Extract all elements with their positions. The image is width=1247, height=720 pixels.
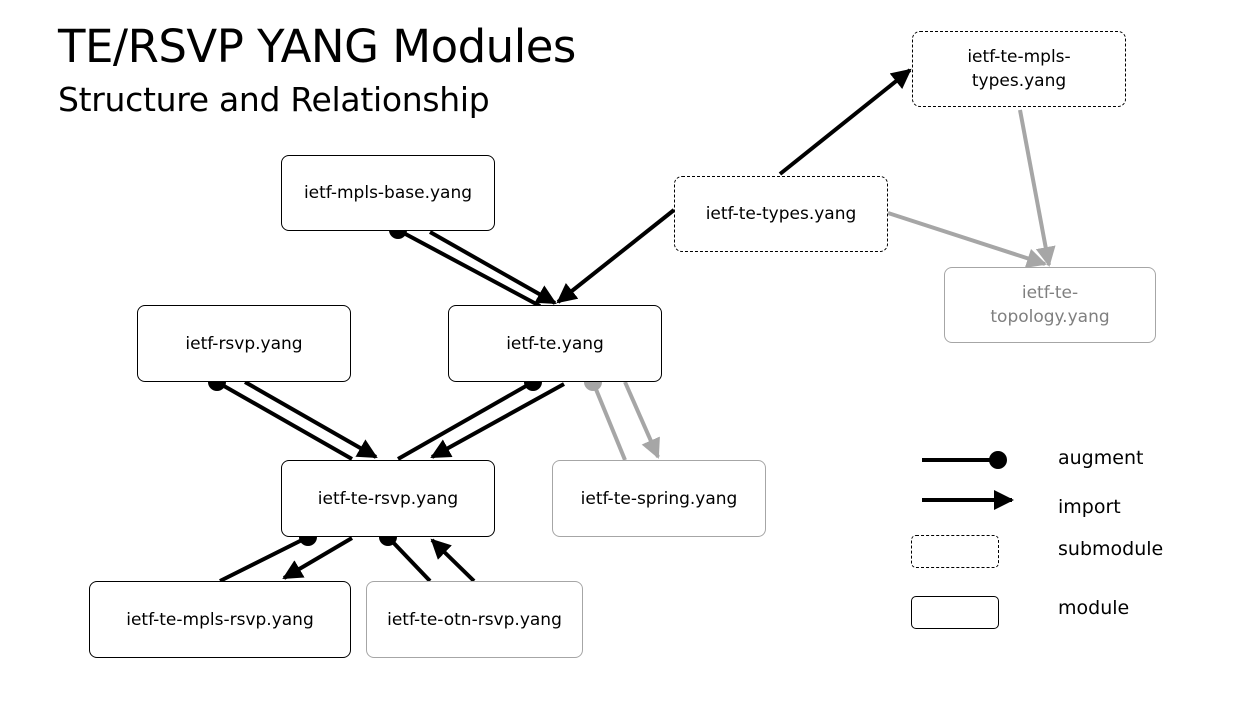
edge-rsvp-te-rsvp-import bbox=[244, 380, 378, 459]
legend-import-label: import bbox=[1058, 496, 1121, 518]
node-rsvp: ietf-rsvp.yang bbox=[137, 305, 351, 382]
legend-augment-label: augment bbox=[1058, 447, 1144, 469]
node-te-rsvp: ietf-te-rsvp.yang bbox=[281, 460, 495, 537]
edge-te-types-te-topology-import bbox=[887, 211, 1047, 268]
page-title: TE/RSVP YANG Modules bbox=[58, 20, 576, 73]
edge-te-rsvp-te-otn-rsvp-augment bbox=[386, 535, 432, 583]
edge-te-te-rsvp-augment bbox=[397, 380, 534, 461]
legend-module-label: module bbox=[1058, 597, 1130, 619]
edge-te-te-rsvp-import bbox=[430, 382, 565, 459]
edge-te-te-spring-augment bbox=[591, 381, 627, 461]
edge-te-mpls-types-te-topology-import bbox=[1018, 109, 1056, 267]
edge-mpls-base-te-augment bbox=[397, 228, 541, 308]
edge-te-otn-rsvp-te-rsvp-import bbox=[430, 538, 476, 583]
legend-submodule-label: submodule bbox=[1058, 538, 1164, 560]
node-te-mpls-types: ietf-te-mpls-types.yang bbox=[912, 31, 1126, 107]
edge-te-rsvp-te-mpls-rsvp-augment bbox=[219, 535, 309, 583]
node-te-spring: ietf-te-spring.yang bbox=[552, 460, 766, 537]
node-te-types: ietf-te-types.yang bbox=[674, 176, 888, 252]
edge-mpls-base-te-import bbox=[429, 230, 557, 305]
page-subtitle: Structure and Relationship bbox=[58, 80, 490, 119]
edge-te-rsvp-te-mpls-rsvp-import bbox=[282, 536, 354, 580]
legend-submodule-swatch bbox=[911, 535, 999, 568]
edge-te-types-te-mpls-types-import bbox=[778, 68, 912, 176]
node-mpls-base: ietf-mpls-base.yang bbox=[281, 155, 495, 231]
node-te-topology: ietf-te-topology.yang bbox=[944, 267, 1156, 343]
legend-augment-dot bbox=[989, 451, 1007, 469]
edge-rsvp-te-rsvp-augment bbox=[216, 380, 353, 461]
legend-module-swatch bbox=[911, 596, 999, 629]
edge-te-te-spring-import bbox=[623, 381, 660, 459]
edge-te-types-te-import bbox=[556, 208, 676, 304]
node-te-mpls-rsvp: ietf-te-mpls-rsvp.yang bbox=[89, 581, 351, 658]
node-te: ietf-te.yang bbox=[448, 305, 662, 382]
node-te-otn-rsvp: ietf-te-otn-rsvp.yang bbox=[366, 581, 583, 658]
